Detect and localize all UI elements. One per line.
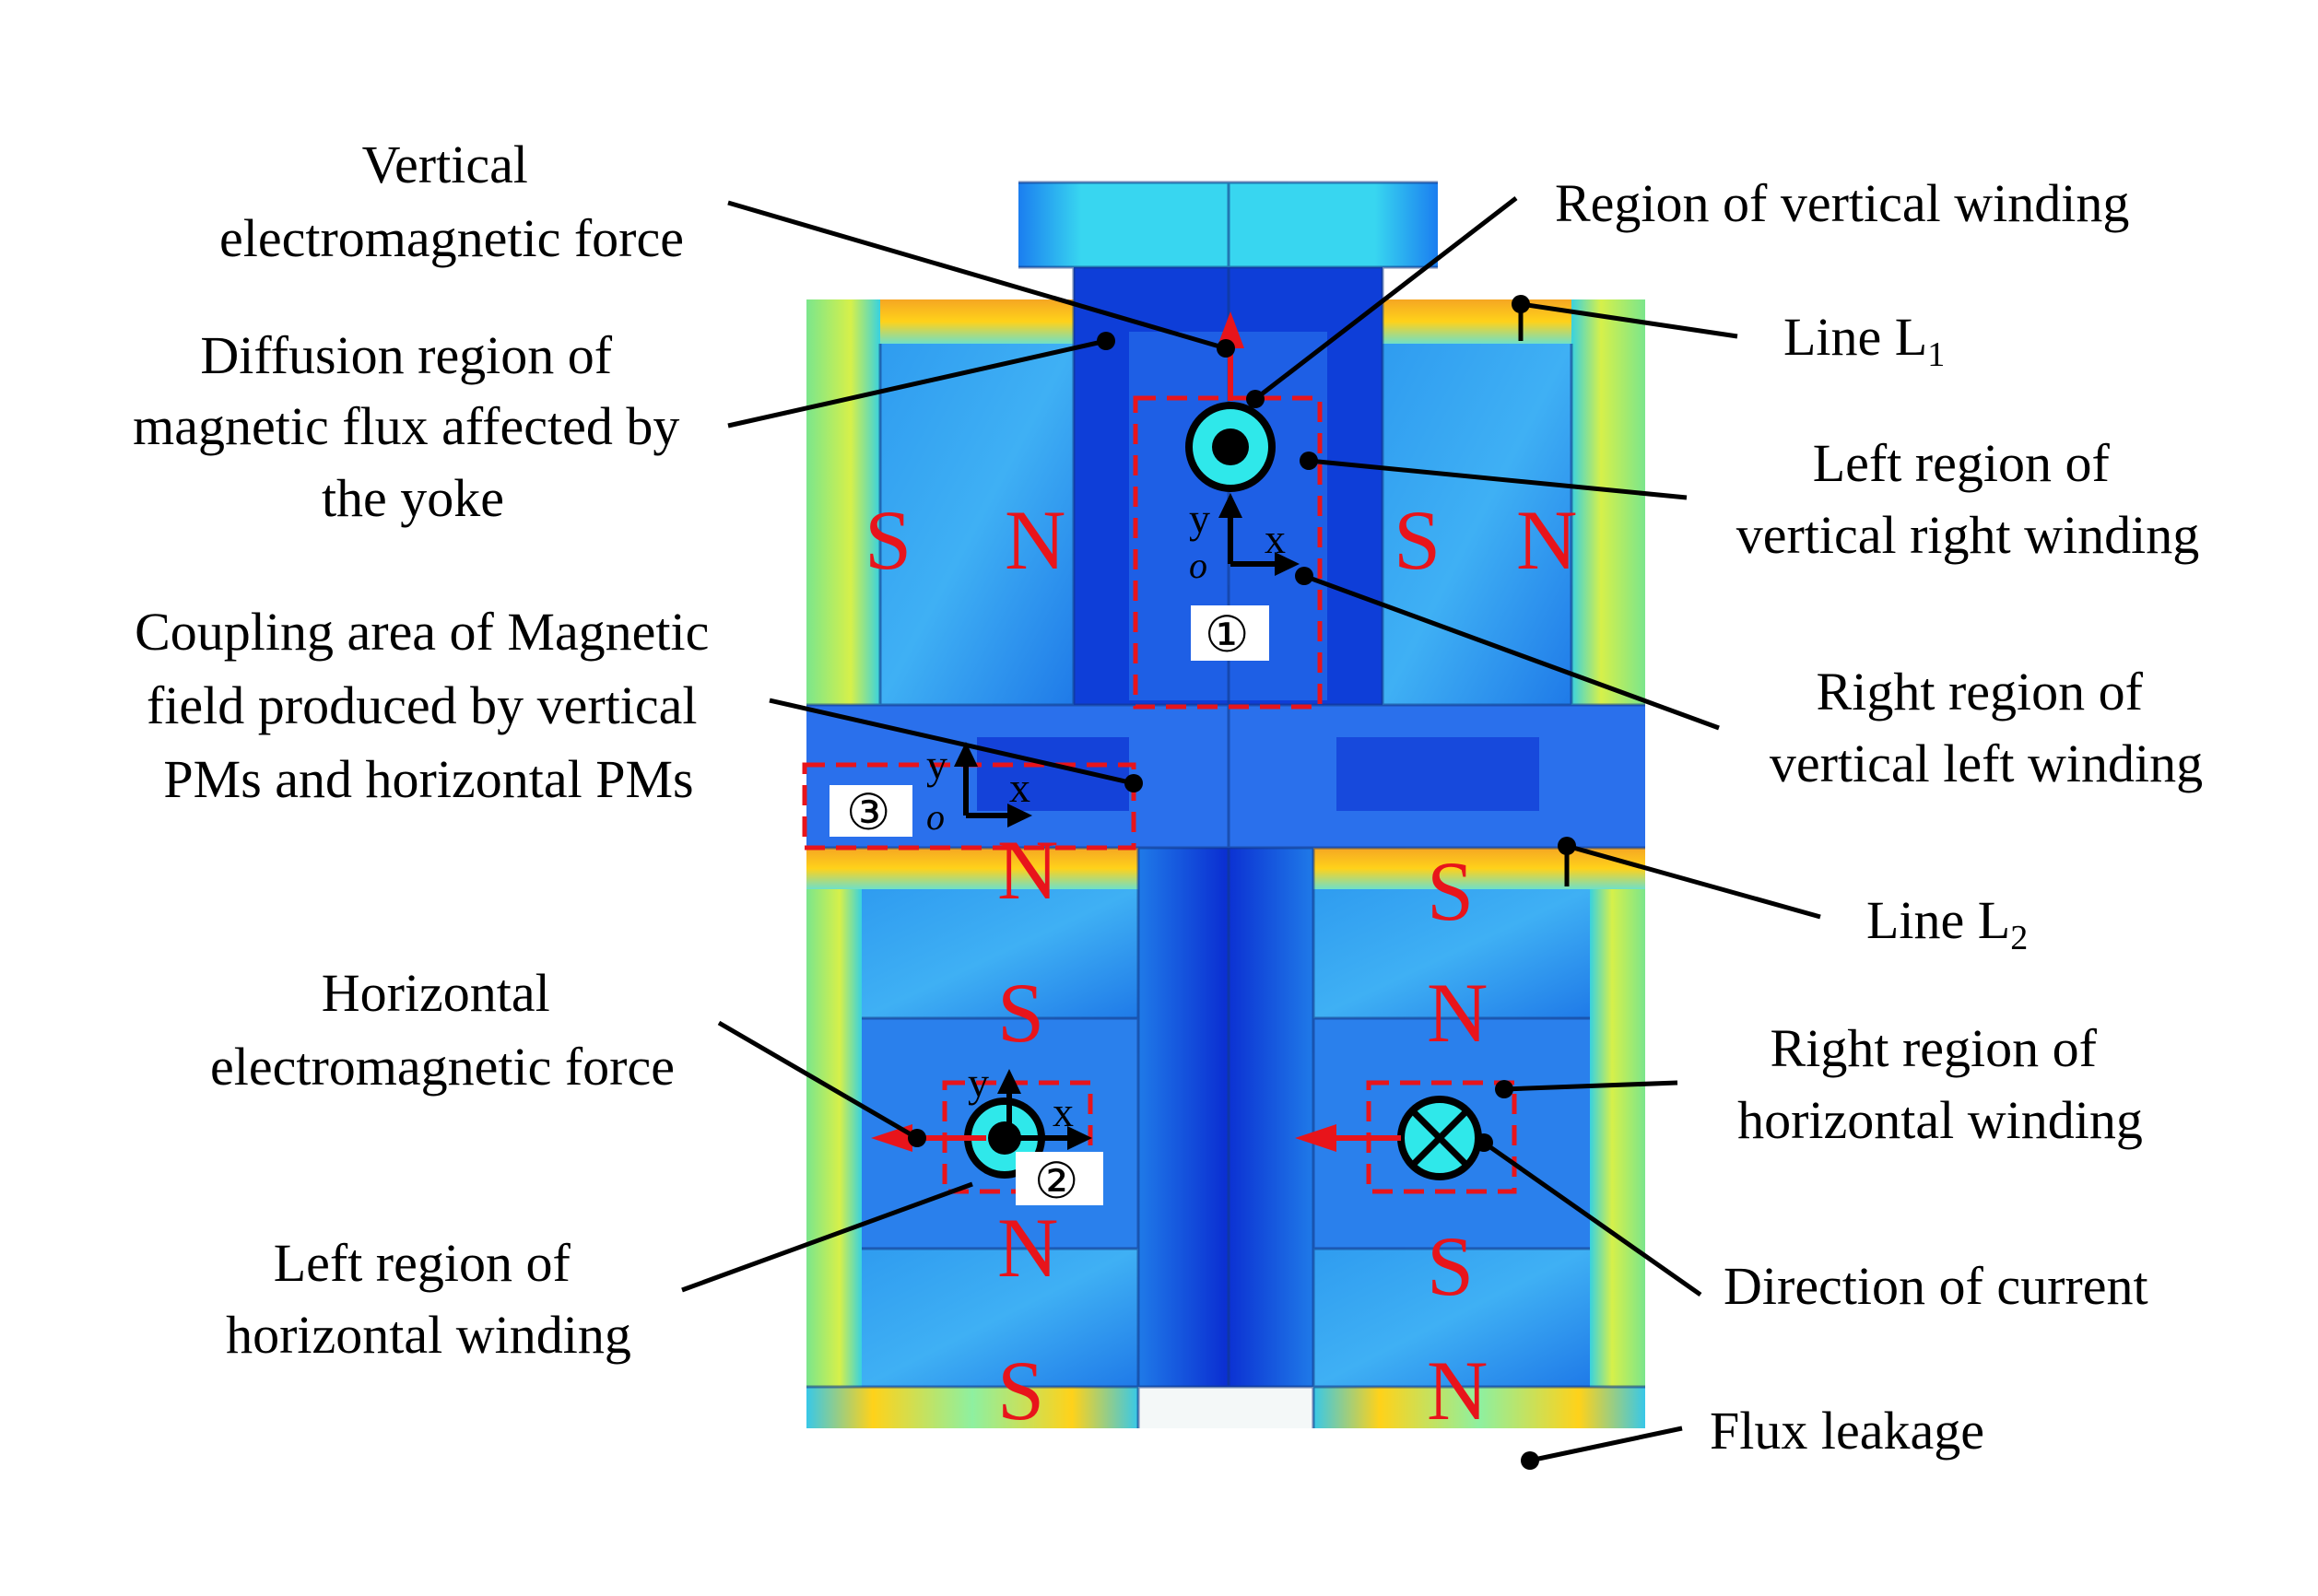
axis-x-two: x xyxy=(1053,1088,1074,1135)
winding-horizontal-right xyxy=(1397,1096,1482,1180)
label-flux-leakage: Flux leakage xyxy=(1710,1401,1984,1461)
bottom-bar-right xyxy=(1313,1387,1645,1428)
pole-right-3: S xyxy=(1427,1219,1474,1313)
label-diffusion-region: Diffusion region of magnetic flux affect… xyxy=(133,325,693,528)
label-horizontal-force: Horizontal electromagnetic force xyxy=(210,963,675,1097)
pole-left-3: N xyxy=(997,1201,1058,1295)
pole-upper-left-s: S xyxy=(865,493,912,587)
pole-left-1: N xyxy=(997,823,1058,917)
pole-left-2: S xyxy=(997,966,1044,1060)
label-vertical-force: Vertical electromagnetic force xyxy=(219,135,684,268)
pole-upper-right-n: N xyxy=(1516,493,1577,587)
label-line-l1: Line L1 xyxy=(1783,307,1945,374)
pole-right-2: N xyxy=(1427,966,1488,1060)
pm-lower-left-2 xyxy=(862,1249,1138,1387)
axis-y-three: y xyxy=(926,741,947,788)
side-bar-upper-left xyxy=(806,299,880,705)
force-arrows xyxy=(871,311,1401,1152)
badge-two-bg xyxy=(1016,1152,1103,1205)
bottom-gap xyxy=(1138,1387,1313,1428)
axis-y-one: y xyxy=(1189,495,1210,542)
badge-two: ② xyxy=(1034,1154,1078,1209)
badge-three: ③ xyxy=(846,785,890,840)
pm-lower-right-1 xyxy=(1313,889,1590,1018)
yoke-bar-lower-left xyxy=(806,848,1138,889)
pm-upper-left xyxy=(880,344,1074,705)
leader-dots xyxy=(908,295,1576,1470)
label-current-direction: Direction of current xyxy=(1724,1256,2148,1316)
region-one-box xyxy=(1133,395,1323,710)
middle-bar-dark-left xyxy=(977,737,1129,811)
pole-upper-left-n: N xyxy=(1005,493,1065,587)
axis-x-one: x xyxy=(1265,515,1286,562)
label-right-horizontal-winding: Right region of horizontal winding xyxy=(1737,1018,2143,1150)
badge-three-bg xyxy=(830,785,912,837)
winding-vertical xyxy=(1185,402,1276,492)
side-bar-lower-left xyxy=(806,889,862,1387)
axis-y-two: y xyxy=(968,1059,989,1106)
label-left-horizontal-winding: Left region of horizontal winding xyxy=(226,1233,631,1365)
axes-region-two xyxy=(997,1069,1092,1150)
label-line-l2: Line L2 xyxy=(1866,890,2028,957)
badge-one: ① xyxy=(1205,607,1249,663)
label-left-vertical-right-winding: Left region of vertical right winding xyxy=(1736,433,2200,565)
axis-o-three: o xyxy=(926,796,945,838)
axes-region-one xyxy=(1218,493,1300,576)
bottom-bar-left xyxy=(806,1387,1138,1428)
label-coupling-area: Coupling area of Magnetic field produced… xyxy=(135,602,723,809)
side-bar-lower-right xyxy=(1590,889,1645,1387)
pm-lower-right-2 xyxy=(1313,1249,1590,1387)
pm-lower-left-1 xyxy=(862,889,1138,1018)
pole-right-1: S xyxy=(1427,844,1474,938)
leader-lines xyxy=(681,196,1821,1463)
badge-one-bg xyxy=(1191,605,1269,661)
pole-upper-right-s: S xyxy=(1394,493,1441,587)
central-stem xyxy=(1138,848,1313,1387)
pole-right-4: N xyxy=(1427,1344,1488,1438)
axis-o-one: o xyxy=(1189,545,1207,586)
pole-left-4: S xyxy=(997,1344,1044,1438)
middle-bar-dark-right xyxy=(1336,737,1539,811)
label-vertical-winding-region: Region of vertical winding xyxy=(1555,173,2129,233)
field-plot xyxy=(806,181,1645,1428)
axes-region-three xyxy=(954,742,1032,827)
label-right-vertical-left-winding: Right region of vertical left winding xyxy=(1770,662,2203,793)
axis-x-three: x xyxy=(1009,764,1030,811)
pm-upper-right xyxy=(1383,344,1571,705)
side-bar-upper-right xyxy=(1571,299,1645,705)
